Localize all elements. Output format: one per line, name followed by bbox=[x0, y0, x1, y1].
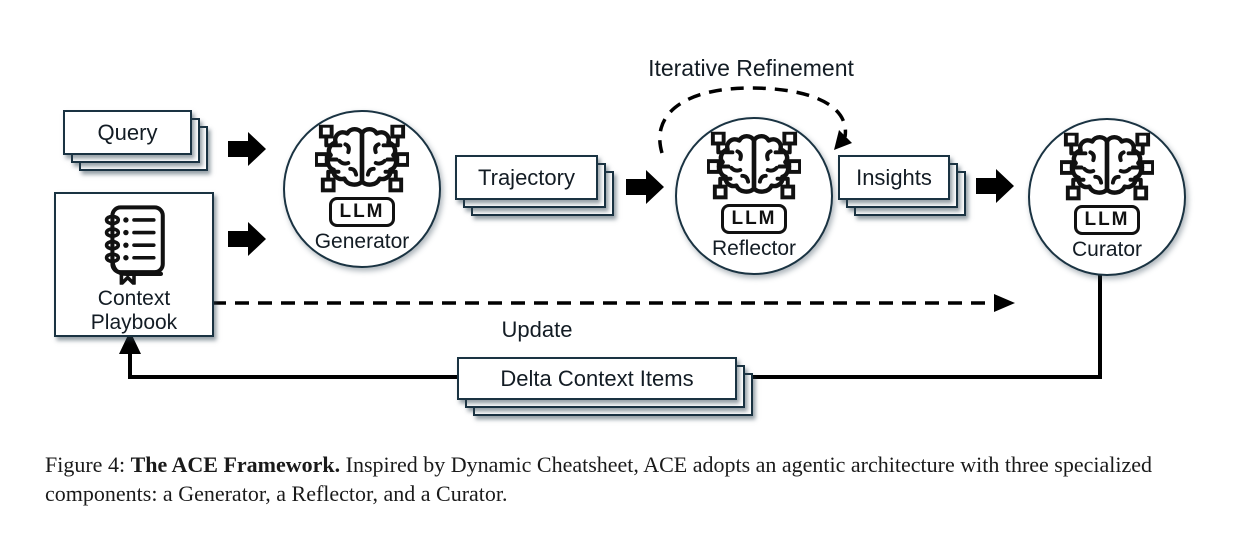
arrow-query-to-generator bbox=[228, 132, 266, 166]
delta-context-items-label: Delta Context Items bbox=[500, 365, 694, 391]
query-label: Query bbox=[97, 119, 158, 145]
llm-badge: LLM bbox=[721, 204, 787, 234]
brain-chip-icon bbox=[707, 131, 801, 203]
iterative-refinement-loop-arrow bbox=[658, 86, 848, 154]
llm-badge: LLM bbox=[1074, 205, 1140, 235]
insights-label: Insights bbox=[856, 164, 932, 190]
curator-label: Curator bbox=[1071, 237, 1143, 261]
curator-node: LLM Curator bbox=[1028, 118, 1186, 276]
trajectory-box-front: Trajectory bbox=[455, 155, 598, 200]
llm-badge: LLM bbox=[329, 197, 395, 227]
context-playbook-label: Context Playbook bbox=[91, 287, 177, 335]
reflector-node: LLM Reflector bbox=[675, 117, 833, 275]
update-label: Update bbox=[501, 317, 573, 342]
iterative-refinement-label: Iterative Refinement bbox=[648, 55, 854, 81]
update-arrowhead bbox=[994, 294, 1015, 312]
insights-box: Insights bbox=[838, 155, 966, 216]
trajectory-box: Trajectory bbox=[455, 155, 614, 216]
arrow-trajectory-to-reflector bbox=[626, 170, 664, 204]
generator-label: Generator bbox=[314, 229, 410, 253]
brain-chip-icon bbox=[1060, 132, 1154, 204]
figure-caption: Figure 4: The ACE Framework. Inspired by… bbox=[45, 450, 1208, 509]
brain-chip-icon bbox=[315, 124, 409, 196]
context-playbook-box: Context Playbook bbox=[54, 192, 214, 337]
trajectory-label: Trajectory bbox=[478, 164, 575, 190]
caption-body: Inspired by Dynamic Cheatsheet, ACE adop… bbox=[45, 452, 1153, 507]
caption-bold-title: The ACE Framework. bbox=[130, 452, 341, 477]
query-box: Query bbox=[63, 110, 208, 171]
delta-context-items-box: Delta Context Items bbox=[457, 357, 753, 416]
iterative-refinement-arrowhead bbox=[834, 130, 852, 150]
arrow-insights-to-curator bbox=[976, 169, 1014, 203]
generator-node: LLM Generator bbox=[283, 110, 441, 268]
context-playbook-line2: Playbook bbox=[90, 310, 178, 334]
query-box-front: Query bbox=[63, 110, 192, 155]
reflector-label: Reflector bbox=[711, 236, 797, 260]
return-line-arrowhead bbox=[119, 331, 141, 354]
insights-box-front: Insights bbox=[838, 155, 950, 200]
context-playbook-line1: Context bbox=[97, 286, 171, 310]
delta-context-items-box-front: Delta Context Items bbox=[457, 357, 737, 400]
caption-prefix: Figure 4: bbox=[45, 452, 131, 477]
notebook-icon bbox=[96, 202, 172, 285]
arrow-playbook-to-generator bbox=[228, 222, 266, 256]
